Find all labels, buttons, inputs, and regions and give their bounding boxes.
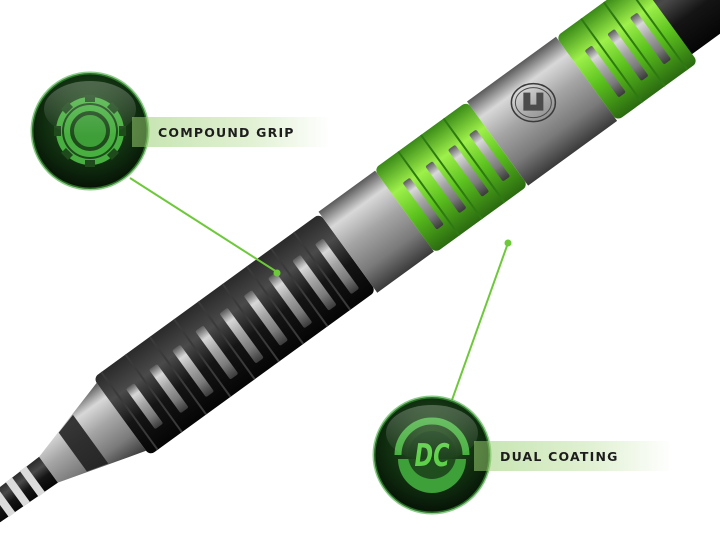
compound-grip-label-text: COMPOUND GRIP [158, 124, 295, 140]
dual-coating-badge: DC [372, 395, 492, 515]
compound-grip-callout-line [129, 177, 278, 273]
dual-coating-callout-dot [504, 239, 512, 247]
brand-u-logo-icon [510, 82, 557, 123]
compound-grip-callout-dot [273, 269, 281, 277]
dual-coating-callout-line [451, 242, 509, 401]
dart-tip [0, 456, 58, 523]
compound-grip-badge [30, 71, 150, 191]
dual-coating-label-text: DUAL COATING [500, 448, 619, 464]
compound-grip-label: COMPOUND GRIP [132, 117, 330, 147]
dual-coating-label: DUAL COATING [474, 441, 672, 471]
